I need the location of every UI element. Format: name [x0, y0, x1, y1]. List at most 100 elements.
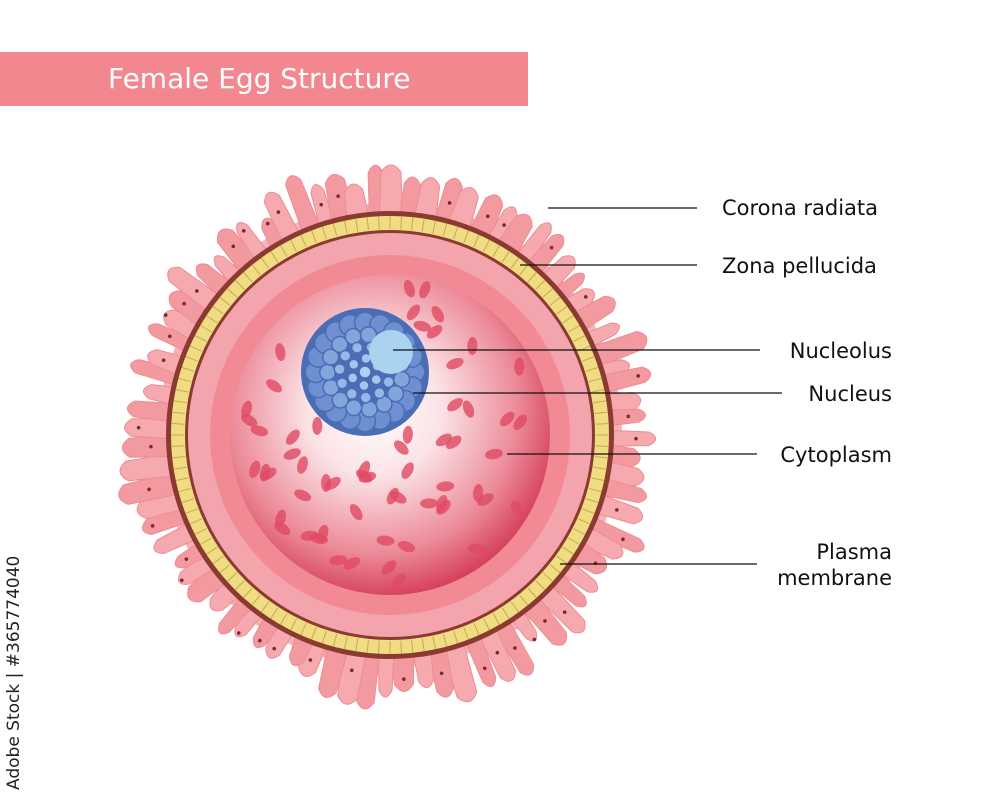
zona-cell-divider: [343, 220, 348, 234]
zona-cell-divider: [432, 636, 437, 650]
corona-cell-nucleus: [549, 245, 554, 250]
granule: [514, 357, 525, 376]
nucleus-cell: [339, 349, 352, 363]
corona-cell: [603, 408, 647, 427]
zona-cell-divider: [483, 618, 490, 631]
label-zona-pellucida: Zona pellucida: [722, 254, 877, 278]
zona-cell-divider: [243, 587, 253, 599]
nucleus-cell: [370, 373, 382, 386]
zona-cell-divider: [411, 217, 414, 231]
zona-cell-divider: [453, 630, 459, 644]
corona-cell-nucleus: [485, 214, 490, 219]
label-plasma-line2: membrane: [777, 566, 892, 590]
nucleus-center-cell: [358, 365, 372, 379]
corona-cell-nucleus: [634, 436, 638, 441]
zona-cell-divider: [556, 555, 568, 565]
corona-cell: [439, 636, 478, 703]
granule: [436, 500, 451, 515]
zona-cell-divider: [178, 377, 192, 383]
zona-cell-divider: [260, 257, 270, 269]
nucleus-cell: [360, 400, 378, 418]
corona-cell-nucleus: [272, 646, 277, 651]
corona-cell-nucleus: [532, 637, 537, 642]
corona-cell-nucleus: [150, 524, 155, 528]
granule: [431, 306, 445, 323]
nucleus-cell: [373, 386, 386, 400]
zona-cell-divider: [421, 218, 425, 232]
label-plasma-membrane: Plasma membrane: [777, 539, 892, 591]
zona-cell-divider: [453, 226, 459, 240]
corona-cell-nucleus: [231, 244, 236, 249]
granule: [275, 343, 286, 362]
zona-cell-divider: [585, 366, 599, 372]
granule: [426, 325, 443, 339]
corona-cell: [378, 164, 404, 221]
granule: [446, 357, 464, 370]
corona-cell-nucleus: [236, 631, 241, 635]
corona-cell-nucleus: [276, 210, 281, 214]
corona-cell-nucleus: [626, 414, 631, 419]
nucleus-cell: [335, 377, 349, 390]
granule: [260, 467, 277, 481]
corona-cell-nucleus: [336, 194, 340, 199]
corona-cell-nucleus: [447, 201, 452, 205]
granule: [513, 414, 528, 430]
zona-cell-divider: [194, 528, 207, 535]
zona-cell-divider: [321, 226, 327, 240]
cytoplasm-granules: [241, 280, 528, 589]
zona-cell-divider: [260, 601, 270, 613]
label-nucleus: Nucleus: [808, 382, 892, 406]
zona-cell-divider: [463, 627, 469, 640]
nucleus-cell: [318, 363, 337, 382]
corona-cell-nucleus: [195, 289, 199, 293]
zona-cell-divider: [568, 537, 580, 545]
granule: [343, 557, 361, 570]
zona-cell-divider: [270, 607, 279, 619]
zona-cell-divider: [280, 245, 288, 257]
granule: [310, 533, 328, 545]
granule: [386, 487, 399, 505]
zona-cell-divider: [594, 411, 608, 414]
granule: [467, 543, 486, 554]
corona-cell-nucleus: [180, 578, 184, 583]
zona-cell-divider: [582, 356, 595, 362]
corona-cell-nucleus: [182, 301, 186, 306]
nucleus-cell: [331, 391, 349, 409]
granule: [329, 555, 348, 566]
nucleus-cell: [333, 362, 346, 376]
zona-cell-divider: [593, 466, 607, 470]
corona-cell-nucleus: [265, 221, 270, 226]
zona-cell-divider: [421, 638, 425, 652]
zona-cell-divider: [355, 638, 359, 652]
zona-cell-divider: [234, 580, 245, 591]
granule: [324, 476, 341, 490]
granule: [462, 400, 475, 418]
granule: [381, 560, 397, 575]
zona-cell-divider: [591, 477, 605, 482]
corona-cell-nucleus: [583, 295, 588, 299]
watermark: Adobe Stock | #365774040: [4, 555, 24, 790]
corona-cell: [425, 642, 455, 698]
zona-cell-divider: [501, 607, 510, 619]
zona-cell-divider: [206, 315, 218, 324]
zona-cell-divider: [300, 234, 307, 248]
corona-cell-nucleus: [502, 223, 506, 227]
zona-cell-divider: [577, 518, 591, 525]
corona-cell-nucleus: [163, 313, 168, 317]
corona-cell-nucleus: [184, 557, 189, 561]
corona-cell-nucleus: [147, 487, 151, 492]
corona-cell: [318, 640, 350, 698]
zona-cell-divider: [321, 630, 327, 644]
corona-cell-nucleus: [615, 508, 619, 512]
zona-cells: [171, 216, 609, 654]
zona-cell-divider: [588, 377, 602, 383]
corona-cell: [490, 615, 535, 676]
zona-cell-divider: [181, 498, 195, 504]
granule: [435, 433, 453, 447]
zona-cell-divider: [332, 223, 338, 237]
zona-cell-divider: [181, 366, 195, 372]
zona-cell-divider: [290, 618, 297, 631]
zona-cell-divider: [535, 580, 546, 591]
zona-cell-divider: [189, 518, 203, 525]
granule: [402, 425, 413, 444]
